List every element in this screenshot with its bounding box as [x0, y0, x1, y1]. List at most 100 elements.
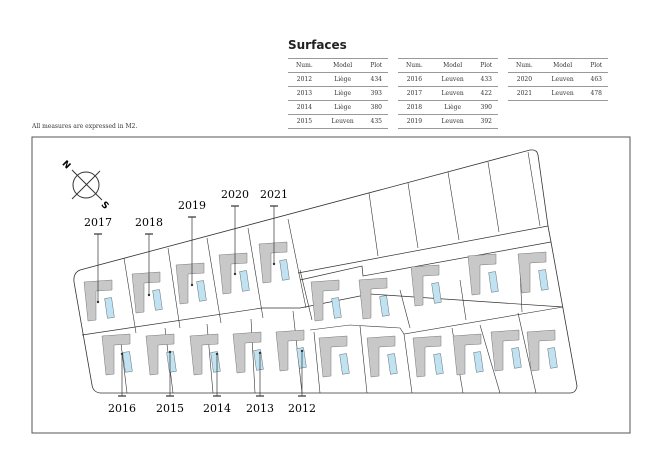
- pool: [152, 289, 163, 311]
- house-building: [412, 335, 442, 378]
- house-building: [467, 253, 497, 296]
- house-building: [83, 279, 113, 322]
- measures-note: All measures are expressed in M2.: [32, 123, 138, 130]
- house-building: [452, 333, 482, 376]
- table-cell: Leuven: [430, 72, 475, 87]
- compass-line: [71, 170, 101, 200]
- house: [145, 333, 177, 376]
- page-title: Surfaces: [288, 38, 347, 52]
- house: [218, 252, 250, 295]
- house: [275, 329, 307, 372]
- table-cell: Liège: [320, 72, 365, 87]
- table-cell: 478: [584, 86, 608, 101]
- table-cell: 2017: [398, 86, 431, 101]
- column-header: Model: [540, 58, 585, 73]
- column-header: Plot: [364, 58, 388, 73]
- pool: [210, 351, 221, 373]
- pool: [279, 259, 290, 281]
- house-building: [410, 264, 440, 307]
- plot-label: 2017: [84, 216, 112, 229]
- pool: [538, 269, 549, 291]
- leader-dot: [147, 293, 151, 297]
- house: [526, 329, 558, 372]
- pool: [196, 280, 207, 302]
- table-cell: 2015: [288, 114, 321, 129]
- lot-line: [247, 227, 264, 319]
- house: [452, 333, 484, 376]
- pool: [547, 347, 558, 369]
- lot-line: [407, 182, 419, 249]
- house: [232, 331, 264, 374]
- house: [189, 333, 221, 376]
- pool: [511, 347, 522, 369]
- table-cell: 2016: [398, 72, 431, 87]
- lot-line: [527, 151, 541, 227]
- lot-line: [399, 289, 411, 329]
- lot-line: [487, 161, 500, 233]
- plot-label: 2019: [178, 199, 206, 212]
- house-building: [145, 333, 175, 376]
- table-cell: Leuven: [540, 86, 585, 101]
- table-cell: Liège: [430, 100, 475, 115]
- table-cell: 2020: [508, 72, 541, 87]
- lot-line: [309, 306, 564, 335]
- leader-dot: [190, 283, 194, 287]
- house: [517, 251, 549, 294]
- column-header: Num.: [508, 58, 541, 73]
- pool: [296, 347, 307, 369]
- table-cell: 2021: [508, 86, 541, 101]
- table-cell: Liège: [320, 86, 365, 101]
- house: [366, 335, 398, 378]
- leader-dot: [258, 351, 262, 355]
- house-building: [258, 241, 288, 284]
- leader-dot: [272, 262, 276, 266]
- lot-line: [299, 241, 552, 281]
- pool: [104, 297, 115, 319]
- pool: [253, 349, 264, 371]
- house-building: [101, 333, 131, 376]
- house-building: [232, 331, 262, 374]
- table-cell: 2018: [398, 100, 431, 115]
- leader-dot: [96, 300, 100, 304]
- lot-line: [299, 269, 313, 321]
- lot-line: [206, 237, 222, 324]
- compass-circle: [72, 171, 100, 199]
- leader-dot: [168, 350, 172, 354]
- plot-label: 2014: [203, 402, 231, 415]
- lot-line: [250, 318, 256, 394]
- pool: [339, 353, 350, 375]
- pool: [379, 295, 390, 317]
- plot-label: 2015: [156, 402, 184, 415]
- column-header: Num.: [288, 58, 321, 73]
- table-cell: 392: [474, 114, 498, 129]
- pool: [122, 351, 133, 373]
- table-cell: Leuven: [430, 86, 475, 101]
- site-outline: [73, 149, 578, 394]
- compass-south: S: [99, 200, 111, 212]
- column-header: Plot: [584, 58, 608, 73]
- lot-line: [359, 325, 368, 394]
- table-cell: 2014: [288, 100, 321, 115]
- column-header: Plot: [474, 58, 498, 73]
- house: [358, 277, 390, 320]
- house-building: [526, 329, 556, 372]
- plot-label: 2020: [221, 188, 249, 201]
- lot-line: [167, 247, 181, 329]
- compass-icon: NS: [60, 159, 111, 212]
- lot-line: [479, 324, 501, 394]
- house-building: [218, 252, 248, 295]
- pool: [473, 351, 484, 373]
- table-cell: 2012: [288, 72, 321, 87]
- house-building: [189, 333, 219, 376]
- lot-line: [123, 257, 137, 334]
- house: [131, 271, 163, 314]
